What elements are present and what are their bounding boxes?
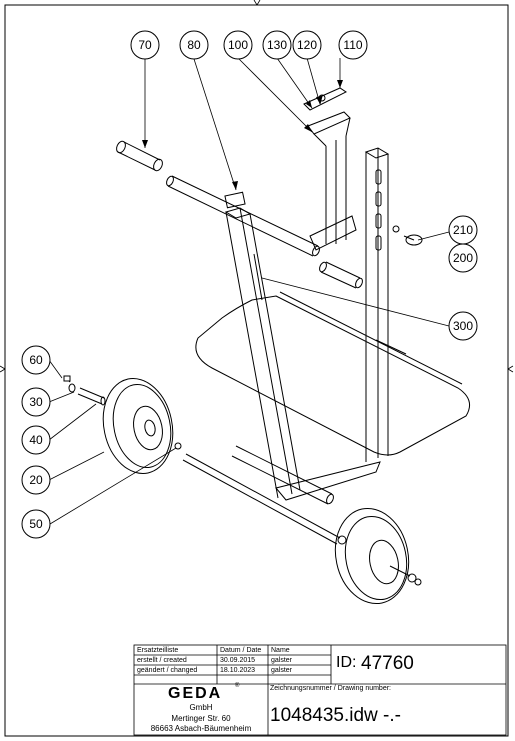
balloon-60: 60 xyxy=(21,345,51,375)
balloon-70: 70 xyxy=(130,30,160,60)
created-name: galster xyxy=(271,657,293,664)
created-label: erstellt / created xyxy=(137,657,187,664)
part-40-bushing xyxy=(63,375,106,406)
company-street: Mertinger Str. 60 xyxy=(171,714,231,723)
balloon-label: 60 xyxy=(29,353,43,367)
balloon-label: 130 xyxy=(267,38,287,52)
balloon-20: 20 xyxy=(21,465,51,495)
trolley-assembly xyxy=(63,87,471,605)
title-block: Ersatzteilliste Datum / Date Name erstel… xyxy=(134,645,506,735)
title-block-grid xyxy=(133,644,507,736)
balloon-210: 210 xyxy=(448,215,478,245)
header-parts-list: Ersatzteilliste xyxy=(137,647,179,654)
part-20-wheel-left xyxy=(102,378,174,474)
balloon-label: 80 xyxy=(187,38,201,52)
company-name: GmbH xyxy=(189,703,213,712)
balloon-label: 40 xyxy=(29,433,43,447)
balloon-30: 30 xyxy=(21,387,51,417)
part-20-wheel-right xyxy=(334,507,422,605)
balloon-200: 200 xyxy=(448,243,478,273)
balloon-label: 100 xyxy=(228,38,248,52)
center-mark-left xyxy=(0,365,6,373)
part-front-upright xyxy=(224,191,301,499)
header-date: Datum / Date xyxy=(220,647,262,654)
part-50-axle xyxy=(174,442,347,545)
geda-logo: GEDA xyxy=(168,685,223,702)
leader-arrows xyxy=(142,80,343,190)
drawing-number-label: Zeichnungsnummer / Drawing number: xyxy=(270,685,391,692)
part-lower-rod xyxy=(231,445,334,505)
balloon-label: 30 xyxy=(29,395,43,409)
created-date: 30.09.2015 xyxy=(220,657,256,664)
changed-label: geändert / changed xyxy=(137,667,198,674)
leader-lines xyxy=(48,57,450,525)
changed-date: 18.10.2023 xyxy=(220,667,256,674)
center-mark-top xyxy=(253,0,261,6)
balloon-label: 110 xyxy=(343,38,362,52)
balloon-40: 40 xyxy=(21,425,51,455)
balloon-300: 300 xyxy=(448,311,478,341)
sheet-border xyxy=(4,4,509,737)
header-name: Name xyxy=(271,647,290,654)
center-mark-right xyxy=(507,365,514,373)
balloon-110: 110 xyxy=(338,30,368,60)
company-city: 86663 Asbach-Bäumenheim xyxy=(150,724,252,733)
balloon-120: 120 xyxy=(292,30,322,60)
part-rear-upright xyxy=(364,147,390,462)
part-base-plate xyxy=(275,461,381,501)
balloon-label: 300 xyxy=(453,319,473,333)
part-tube-frame xyxy=(195,291,471,456)
part-grip-tube xyxy=(319,261,363,289)
id-label: ID: xyxy=(336,654,357,671)
id-value: 47760 xyxy=(361,653,414,674)
part-70-tube xyxy=(116,140,163,172)
part-210-eyebolt xyxy=(392,225,423,246)
balloon-label: 50 xyxy=(29,517,43,531)
changed-name: galster xyxy=(271,667,293,674)
balloon-label: 120 xyxy=(297,38,317,52)
balloon-130: 130 xyxy=(262,30,292,60)
balloon-label: 70 xyxy=(138,38,152,52)
balloon-50: 50 xyxy=(21,509,51,539)
part-100-bracket xyxy=(307,111,357,251)
balloon-label: 210 xyxy=(453,223,473,237)
balloon-label: 20 xyxy=(29,473,43,487)
balloon-label: 200 xyxy=(453,251,473,265)
balloon-80: 80 xyxy=(179,30,209,60)
registered-mark: ® xyxy=(235,683,240,689)
drawing-number: 1048435.idw -.- xyxy=(270,705,401,726)
balloon-100: 100 xyxy=(223,30,253,60)
